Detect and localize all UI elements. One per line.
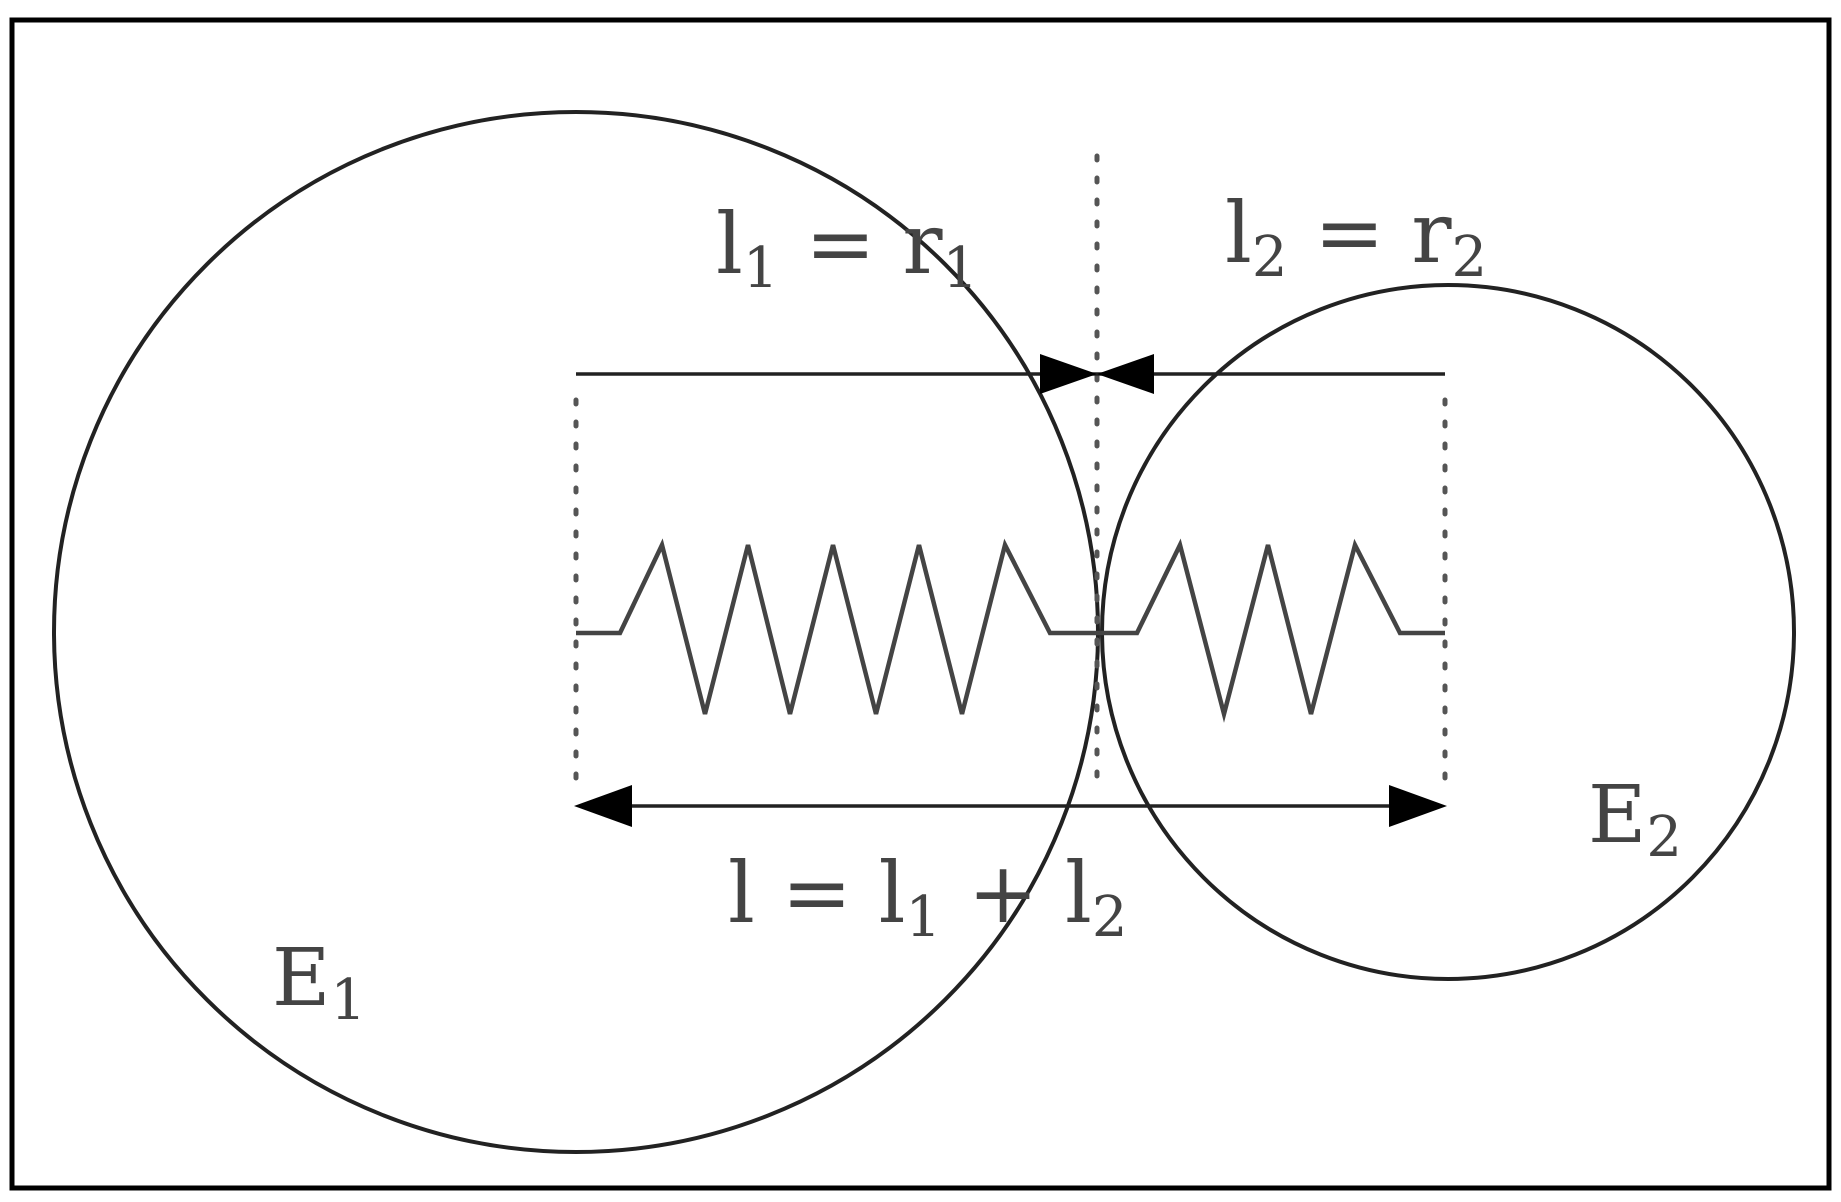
l1-symbol: l [716, 195, 743, 293]
spring-2 [1097, 538, 1445, 723]
e1-subscript: 1 [330, 968, 366, 1033]
l1-equals: = [779, 195, 903, 293]
body-e2-circle [1100, 283, 1796, 981]
total-l-symbol: l [728, 844, 755, 942]
label-body-e1: E1 [272, 931, 366, 1033]
label-l2-equals-r2: l2 = r2 [1225, 184, 1487, 290]
label-total-length: l = l1 + l2 [728, 844, 1128, 950]
overlap-arrowhead-right [1097, 354, 1154, 394]
diagram-frame [9, 17, 1832, 1191]
r1-symbol: r [902, 195, 943, 293]
r2-subscript: 2 [1451, 225, 1487, 290]
label-body-e2: E2 [1588, 768, 1682, 870]
sum-l1-symbol: l [879, 844, 906, 942]
l2-subscript: 2 [1252, 225, 1288, 290]
e1-symbol: E [272, 931, 330, 1024]
sum-l2-subscript: 2 [1092, 885, 1128, 950]
label-l1-equals-r1: l1 = r1 [716, 195, 978, 301]
total-length-arrowhead-right [1389, 785, 1447, 827]
r1-subscript: 1 [942, 236, 978, 301]
total-equals: = [755, 844, 879, 942]
overlap-arrowhead-left [1040, 354, 1097, 394]
r2-symbol: r [1411, 184, 1452, 282]
sum-l1-subscript: 1 [906, 885, 942, 950]
sum-plus: + [941, 844, 1065, 942]
e2-subscript: 2 [1646, 805, 1682, 870]
l2-symbol: l [1225, 184, 1252, 282]
total-length-arrowhead-left [574, 785, 632, 827]
sum-l2-symbol: l [1065, 844, 1092, 942]
spring-1 [576, 538, 1097, 715]
e2-symbol: E [1588, 768, 1646, 861]
l2-equals: = [1288, 184, 1412, 282]
l1-subscript: 1 [743, 236, 779, 301]
